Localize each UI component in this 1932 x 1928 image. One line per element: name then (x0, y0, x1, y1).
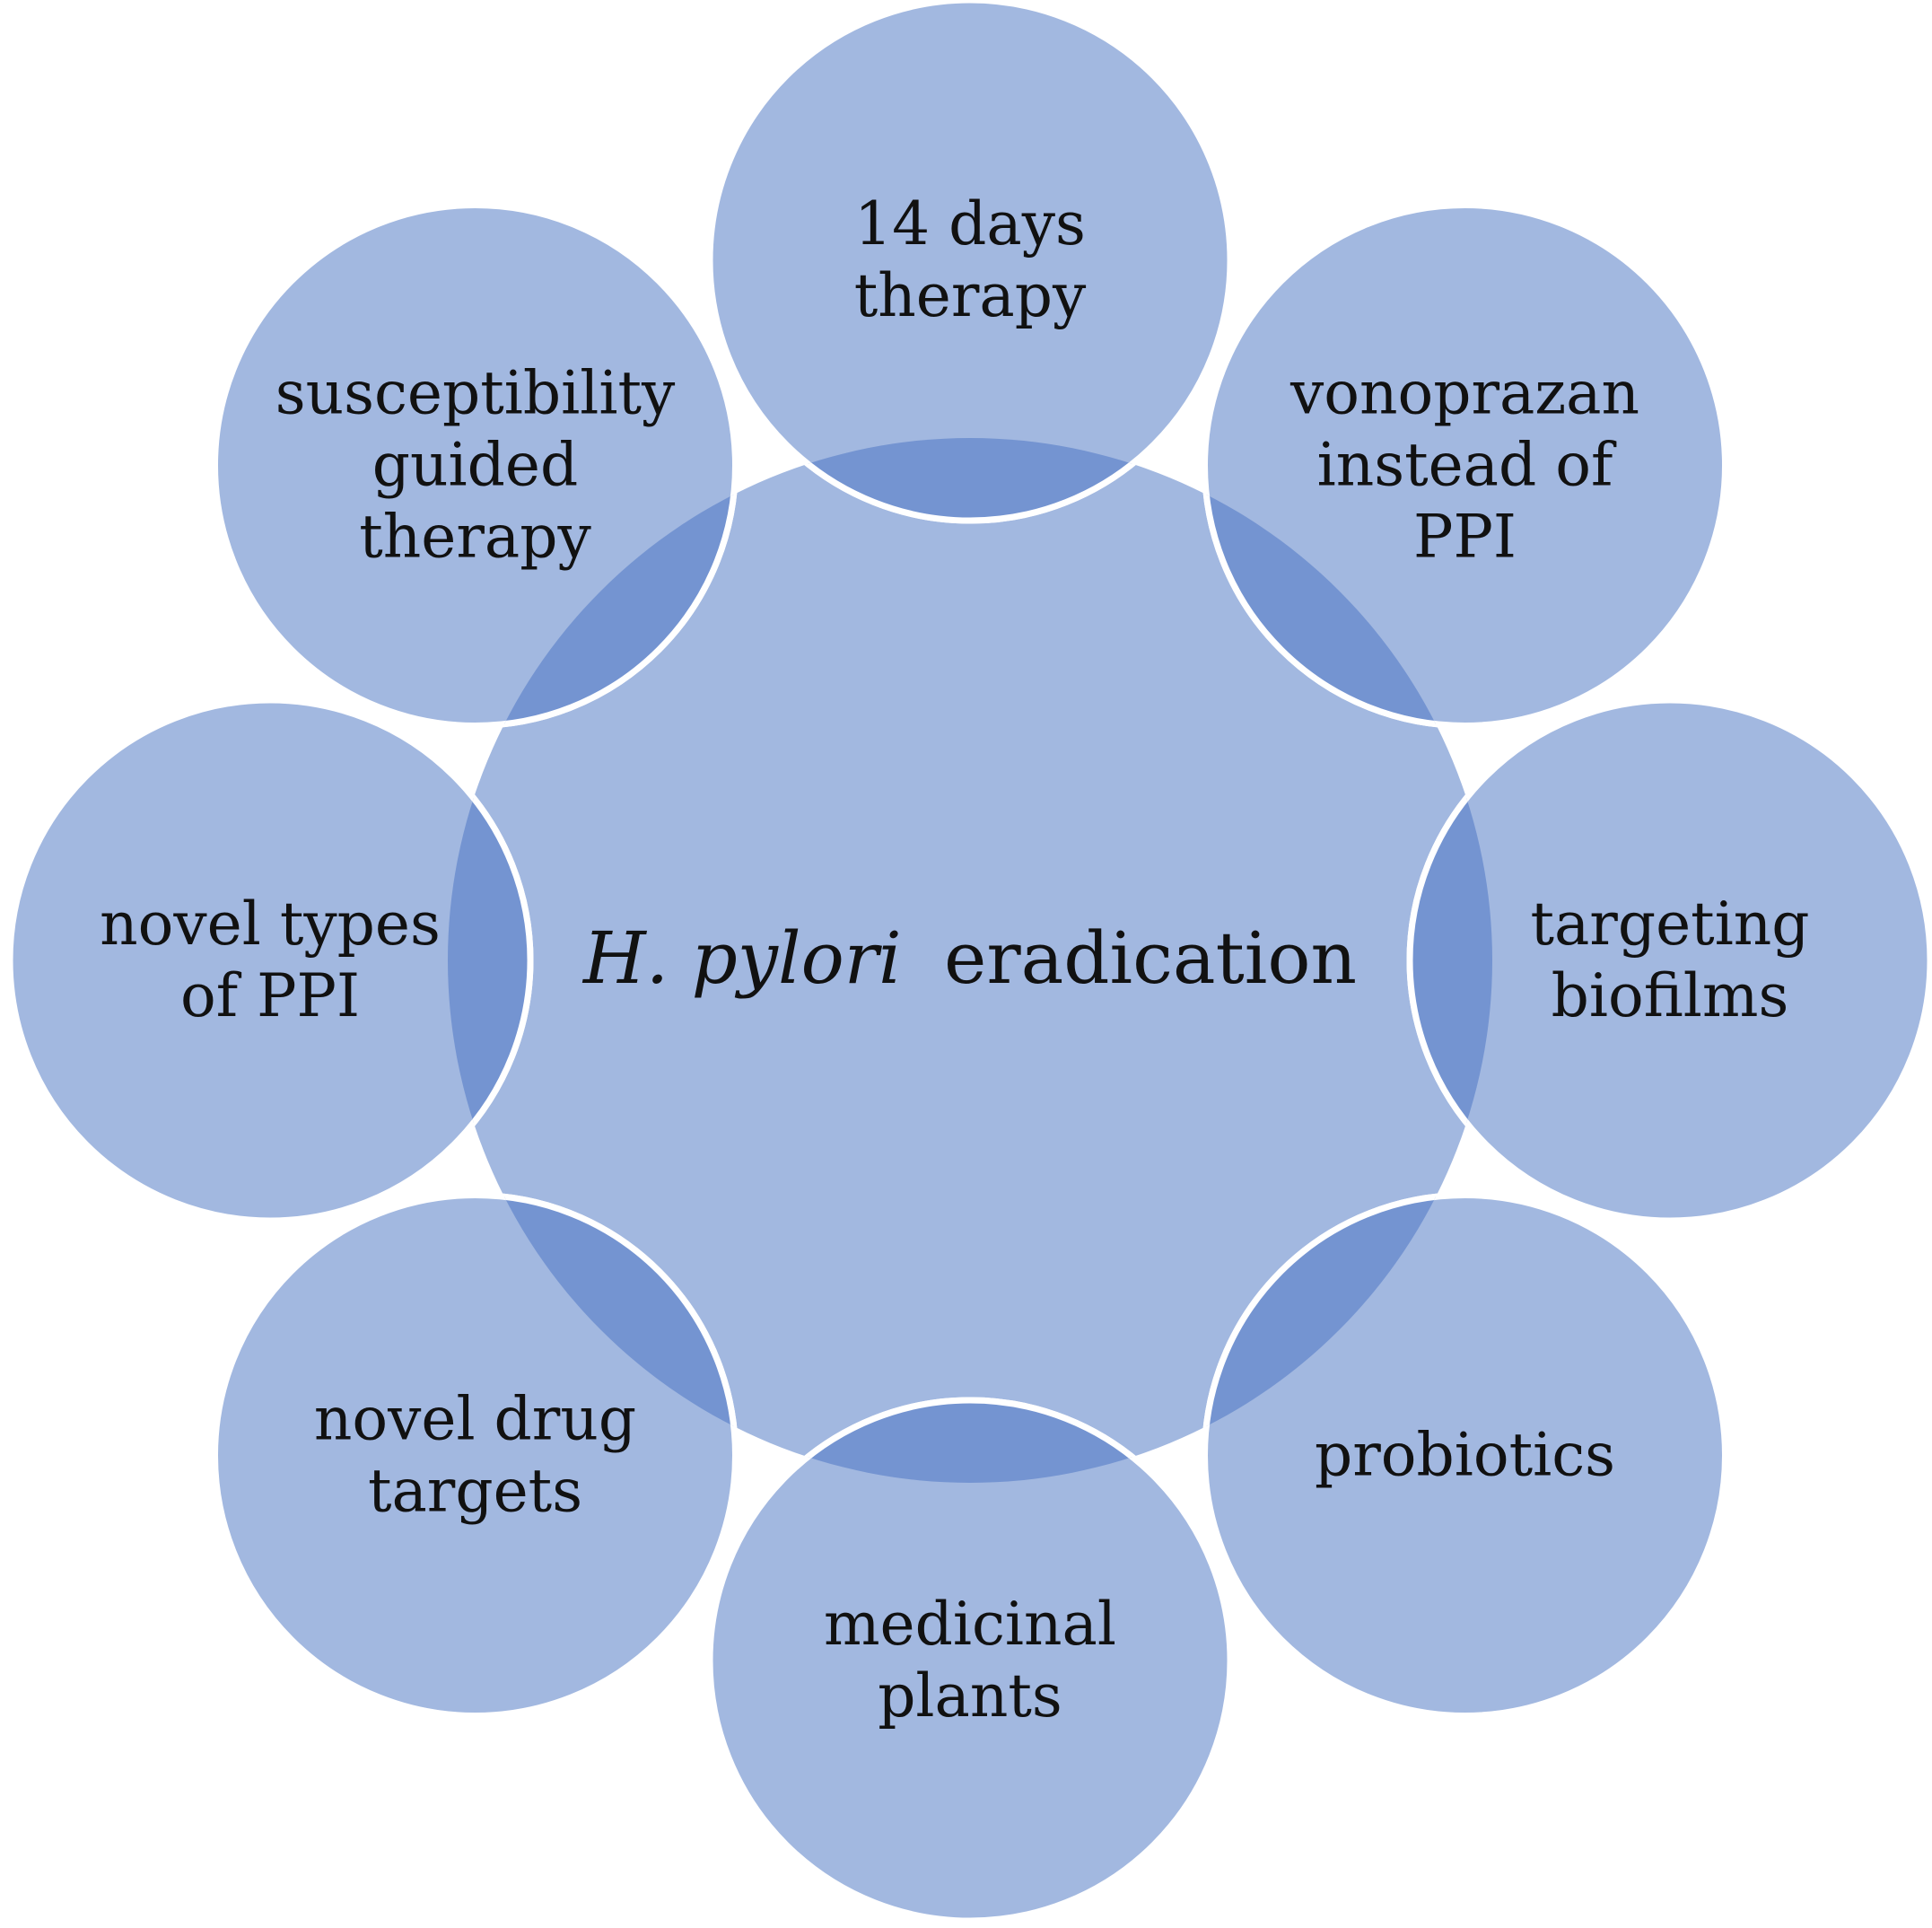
center-label-rest: eradication (944, 916, 1357, 1000)
label-line: vonoprazan (1289, 359, 1639, 428)
overlap-targeting-biofilms (1406, 697, 1492, 1224)
overlap-14-days-therapy (706, 438, 1234, 524)
label-line: therapy (854, 261, 1087, 330)
label-line: guided (372, 431, 578, 500)
label-line: plants (878, 1661, 1062, 1731)
label-probiotics: probiotics (1315, 1421, 1615, 1490)
label-line: PPI (1413, 503, 1517, 572)
label-line: instead of (1317, 431, 1617, 500)
label-line: biofilms (1552, 961, 1789, 1030)
label-line: medicinal (824, 1590, 1116, 1659)
overlap-novel-ppi-types (448, 697, 534, 1224)
label-line: therapy (359, 503, 591, 572)
overlap-medicinal-plants (706, 1397, 1234, 1483)
center-label-italic: H. pylori (581, 916, 902, 1000)
label-line: of PPI (180, 961, 360, 1030)
label-line: novel types (100, 890, 441, 959)
center-circle (448, 438, 1492, 1483)
label-line: susceptibility (275, 359, 676, 428)
label-line: novel drug (314, 1385, 636, 1454)
label-line: targets (368, 1457, 582, 1526)
center-label: H. pylori eradication (581, 916, 1357, 1000)
label-line: probiotics (1315, 1421, 1615, 1490)
label-line: targeting (1530, 890, 1809, 959)
label-line: 14 days (854, 189, 1086, 259)
